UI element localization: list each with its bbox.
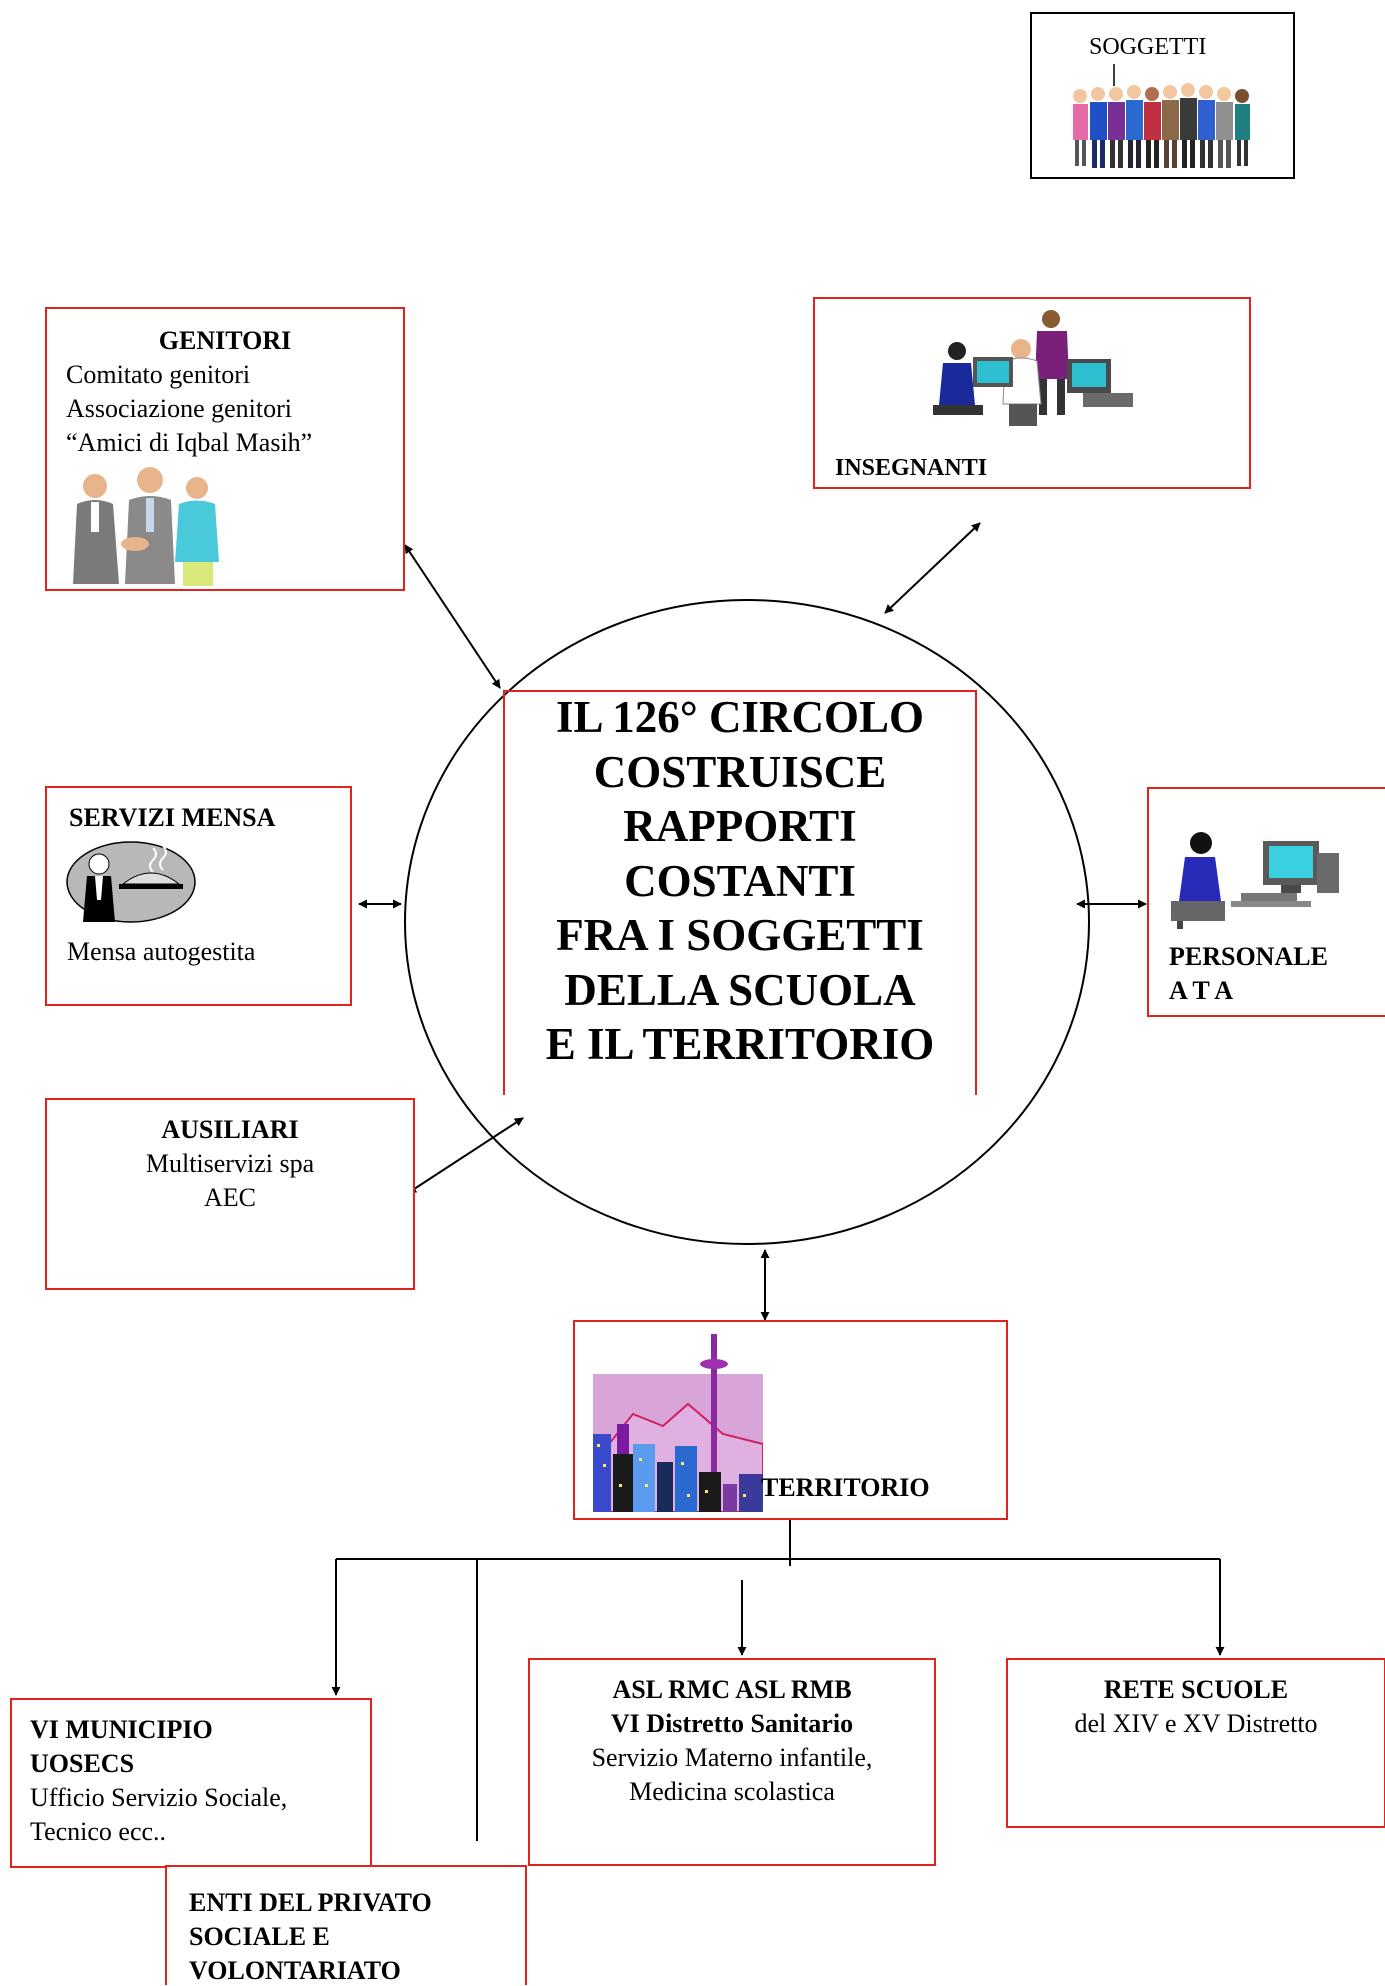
genitori-box: GENITORI Comitato genitori Associazione …	[45, 307, 405, 591]
servizi-mensa-title: SERVIZI MENSA	[69, 803, 276, 832]
ausiliari-line-2: AEC	[204, 1183, 256, 1212]
arrow-insegnanti	[884, 522, 981, 614]
personale-ata-title-2: A T A	[1169, 976, 1234, 1005]
municipio-title-1: VI MUNICIPIO	[30, 1715, 213, 1744]
arrow-ausiliari	[407, 1117, 524, 1194]
municipio-line-1: Ufficio Servizio Sociale,	[30, 1783, 288, 1812]
handshake-icon	[73, 467, 219, 586]
municipio-title-2: UOSECS	[30, 1749, 135, 1778]
insegnanti-box: INSEGNANTI	[813, 297, 1251, 489]
genitori-title: GENITORI	[158, 326, 292, 355]
asl-line-1: Servizio Materno infantile,	[591, 1743, 873, 1772]
center-line-7: E IL TERRITORIO	[545, 1019, 935, 1069]
arrow-genitori	[404, 544, 501, 689]
office-workers-icon	[933, 310, 1133, 426]
center-line-6: DELLA SCUOLA	[564, 964, 916, 1015]
personale-ata-box: PERSONALE A T A	[1147, 787, 1385, 1017]
city-skyline-icon	[593, 1334, 763, 1512]
people-group-icon	[1073, 64, 1250, 168]
asl-title-2: VI Distretto Sanitario	[610, 1709, 854, 1738]
servizi-mensa-box: SERVIZI MENSA Mensa autogestita	[45, 786, 352, 1006]
center-line-2: COSTRUISCE	[593, 746, 887, 797]
center-line-3: RAPPORTI	[623, 801, 857, 851]
rete-scuole-line: del XIV e XV Distretto	[1074, 1709, 1318, 1738]
center-line-4: COSTANTI	[624, 855, 856, 906]
municipio-line-2: Tecnico ecc..	[30, 1817, 167, 1846]
asl-line-2: Medicina scolastica	[629, 1777, 835, 1806]
genitori-line-1: Comitato genitori	[66, 360, 251, 389]
municipio-box: VI MUNICIPIO UOSECS Ufficio Servizio Soc…	[10, 1698, 372, 1868]
ausiliari-line-1: Multiservizi spa	[145, 1149, 315, 1178]
center-line-5: FRA I SOGGETTI	[556, 910, 924, 960]
personale-ata-title-1: PERSONALE	[1169, 942, 1328, 971]
center-ellipse	[404, 599, 1090, 1245]
enti-title-3: VOLONTARIATO	[189, 1956, 401, 1985]
center-line-1: IL 126° CIRCOLO	[555, 692, 925, 742]
rete-scuole-box: RETE SCUOLE del XIV e XV Distretto	[1006, 1658, 1385, 1828]
territorio-box: TERRITORIO	[573, 1320, 1008, 1520]
computer-operator-icon	[1171, 832, 1339, 929]
enti-title-1: ENTI DEL PRIVATO	[189, 1888, 432, 1917]
asl-box: ASL RMC ASL RMB VI Distretto Sanitario S…	[528, 1658, 936, 1866]
soggetti-label: SOGGETTI	[1089, 34, 1207, 60]
insegnanti-title: INSEGNANTI	[835, 455, 988, 481]
ausiliari-box: AUSILIARI Multiservizi spa AEC	[45, 1098, 415, 1290]
center-frame	[503, 690, 977, 1095]
connectors-layer	[331, 522, 1225, 1841]
asl-title-1: ASL RMC ASL RMB	[612, 1675, 852, 1704]
rete-scuole-title: RETE SCUOLE	[1103, 1675, 1289, 1704]
enti-title-2: SOCIALE E	[189, 1922, 330, 1951]
ausiliari-title: AUSILIARI	[161, 1115, 299, 1144]
enti-box: ENTI DEL PRIVATO SOCIALE E VOLONTARIATO	[165, 1865, 527, 1985]
genitori-line-3: “Amici di Iqbal Masih”	[66, 428, 313, 457]
waiter-icon	[66, 841, 196, 923]
genitori-line-2: Associazione genitori	[66, 394, 292, 423]
territorio-title: TERRITORIO	[761, 1473, 930, 1502]
soggetti-box: SOGGETTI	[1030, 12, 1295, 179]
center-title: IL 126° CIRCOLO COSTRUISCE RAPPORTI COST…	[503, 690, 977, 1072]
servizi-mensa-line: Mensa autogestita	[67, 937, 256, 966]
